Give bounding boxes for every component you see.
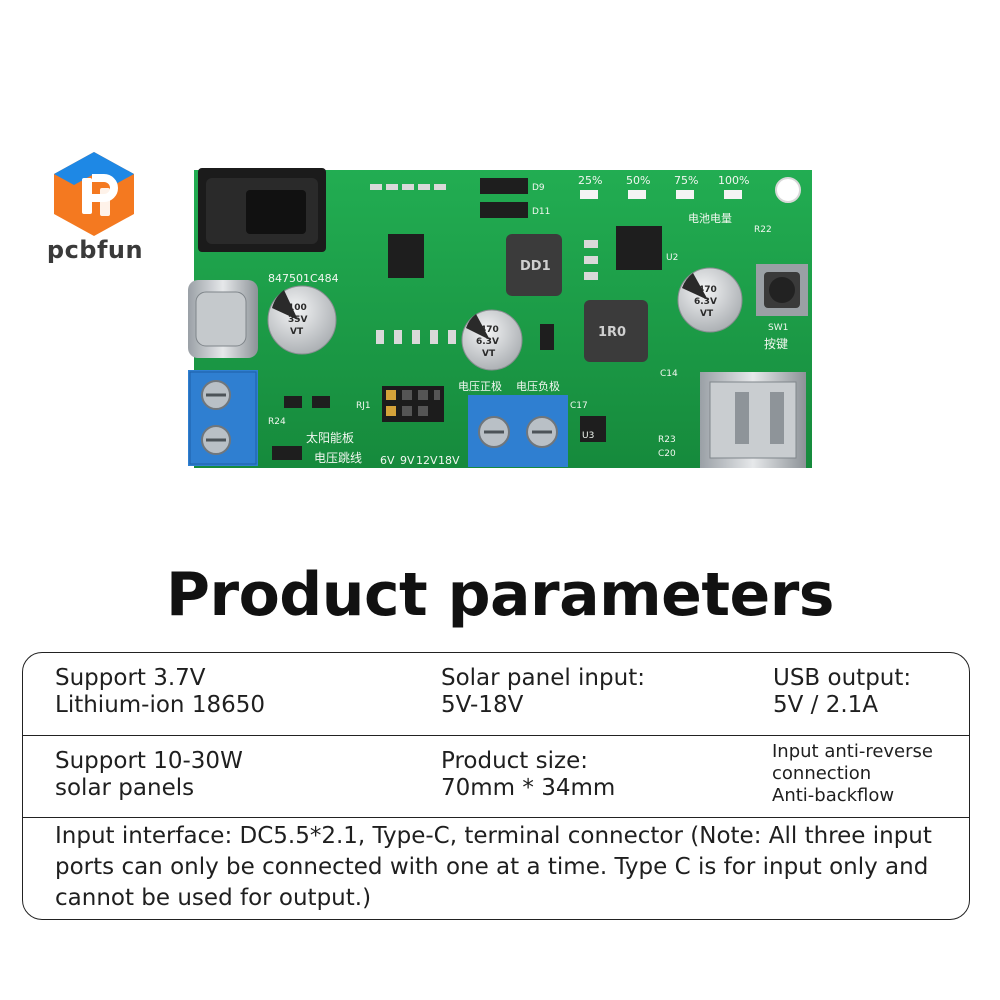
silk-battery-level: 电池电量	[688, 212, 732, 225]
smd-parts	[272, 184, 598, 460]
param-input-interface: Input interface: DC5.5*2.1, Type-C, term…	[55, 823, 932, 911]
ic-u2	[616, 226, 662, 270]
param-battery: Support 3.7V Lithium-ion 18650	[55, 665, 265, 718]
silk-c14: C14	[660, 369, 678, 379]
silk-pct-50: 50%	[626, 174, 650, 187]
param-solar-panels: Support 10-30W solar panels	[55, 748, 243, 801]
dc-jack	[198, 168, 326, 252]
led-50	[628, 190, 646, 199]
inductor-1r0	[584, 300, 648, 362]
row-divider	[23, 735, 969, 736]
silk-pct-100: 100%	[718, 174, 749, 187]
silk-dd1: DD1	[520, 259, 551, 274]
pcb-board-image: 25% 50% 75% 100% 电池电量 847501C484 D9 D11 …	[188, 168, 812, 468]
mount-hole	[775, 177, 801, 203]
inductor-dd1	[506, 234, 562, 296]
silk-jumper-18v: 18V	[438, 454, 460, 467]
silk-pos-label: 电压正极	[458, 379, 502, 393]
silk-d11: D11	[532, 207, 550, 217]
silk-u2: U2	[666, 253, 678, 263]
silk-pct-25: 25%	[578, 174, 602, 187]
tactile-switch	[756, 264, 808, 316]
silk-neg-label: 电压负极	[516, 379, 560, 393]
silk-cap-mid-1: 470	[480, 325, 499, 335]
silk-cap-right-3: VT	[700, 309, 714, 319]
silk-u3: U3	[582, 431, 594, 441]
usb-c-port	[188, 280, 258, 358]
silk-r23: R23	[658, 435, 676, 445]
row-divider	[23, 817, 969, 818]
silk-c17: C17	[570, 401, 588, 411]
silk-cap-right-2: 6.3V	[694, 297, 717, 307]
terminal-block-left	[188, 370, 258, 466]
silk-jumper-9v: 9V	[400, 454, 415, 467]
silk-cap-left-3: VT	[290, 327, 304, 337]
silk-cap-mid-2: 6.3V	[476, 337, 499, 347]
silk-button: 按键	[764, 337, 788, 351]
silk-jumper-label: 电压跳线	[314, 451, 362, 465]
param-product-size: Product size: 70mm * 34mm	[441, 748, 616, 801]
led-25	[580, 190, 598, 199]
led-100	[724, 190, 742, 199]
silk-c20: C20	[658, 449, 676, 459]
silk-cap-left-1: 100	[288, 303, 307, 313]
silk-cap-mid-3: VT	[482, 349, 496, 359]
ic-u3	[580, 416, 606, 442]
silk-cap-left-2: 35V	[288, 315, 308, 325]
silk-r24: R24	[268, 417, 286, 427]
silk-d9: D9	[532, 183, 545, 193]
brand-logo: pcbfun	[30, 150, 160, 270]
silk-1r0: 1R0	[598, 325, 626, 340]
parameter-table: Support 3.7V Lithium-ion 18650 Solar pan…	[22, 652, 970, 920]
diode-d9	[480, 178, 528, 194]
jumper-header	[382, 386, 444, 422]
brand-name: pcbfun	[46, 236, 144, 264]
usb-a-port	[700, 372, 806, 468]
page-title: Product parameters	[166, 560, 835, 630]
capacitor-470uf-right	[677, 267, 743, 333]
param-protection: Input anti-reverse connection Anti-backf…	[772, 741, 933, 806]
silk-sw1: SW1	[768, 323, 788, 333]
silk-rj1: RJ1	[356, 401, 371, 411]
terminal-block-middle	[468, 395, 568, 467]
param-solar-input: Solar panel input: 5V-18V	[441, 665, 645, 718]
silk-cap-right-1: 470	[698, 285, 717, 295]
silk-jumper-12v: 12V	[416, 454, 438, 467]
capacitor-100uf	[267, 285, 337, 355]
silk-pct-75: 75%	[674, 174, 698, 187]
capacitor-470uf-mid	[461, 309, 523, 371]
silk-jumper-6v: 6V	[380, 454, 395, 467]
pcbfun-logo-icon	[54, 152, 134, 236]
silk-solar-label: 太阳能板	[306, 430, 354, 445]
silk-serial: 847501C484	[268, 272, 339, 285]
param-usb-output: USB output: 5V / 2.1A	[773, 665, 912, 718]
ic-left	[388, 234, 424, 278]
led-75	[676, 190, 694, 199]
diode-d11	[480, 202, 528, 218]
silk-r22: R22	[754, 225, 772, 235]
